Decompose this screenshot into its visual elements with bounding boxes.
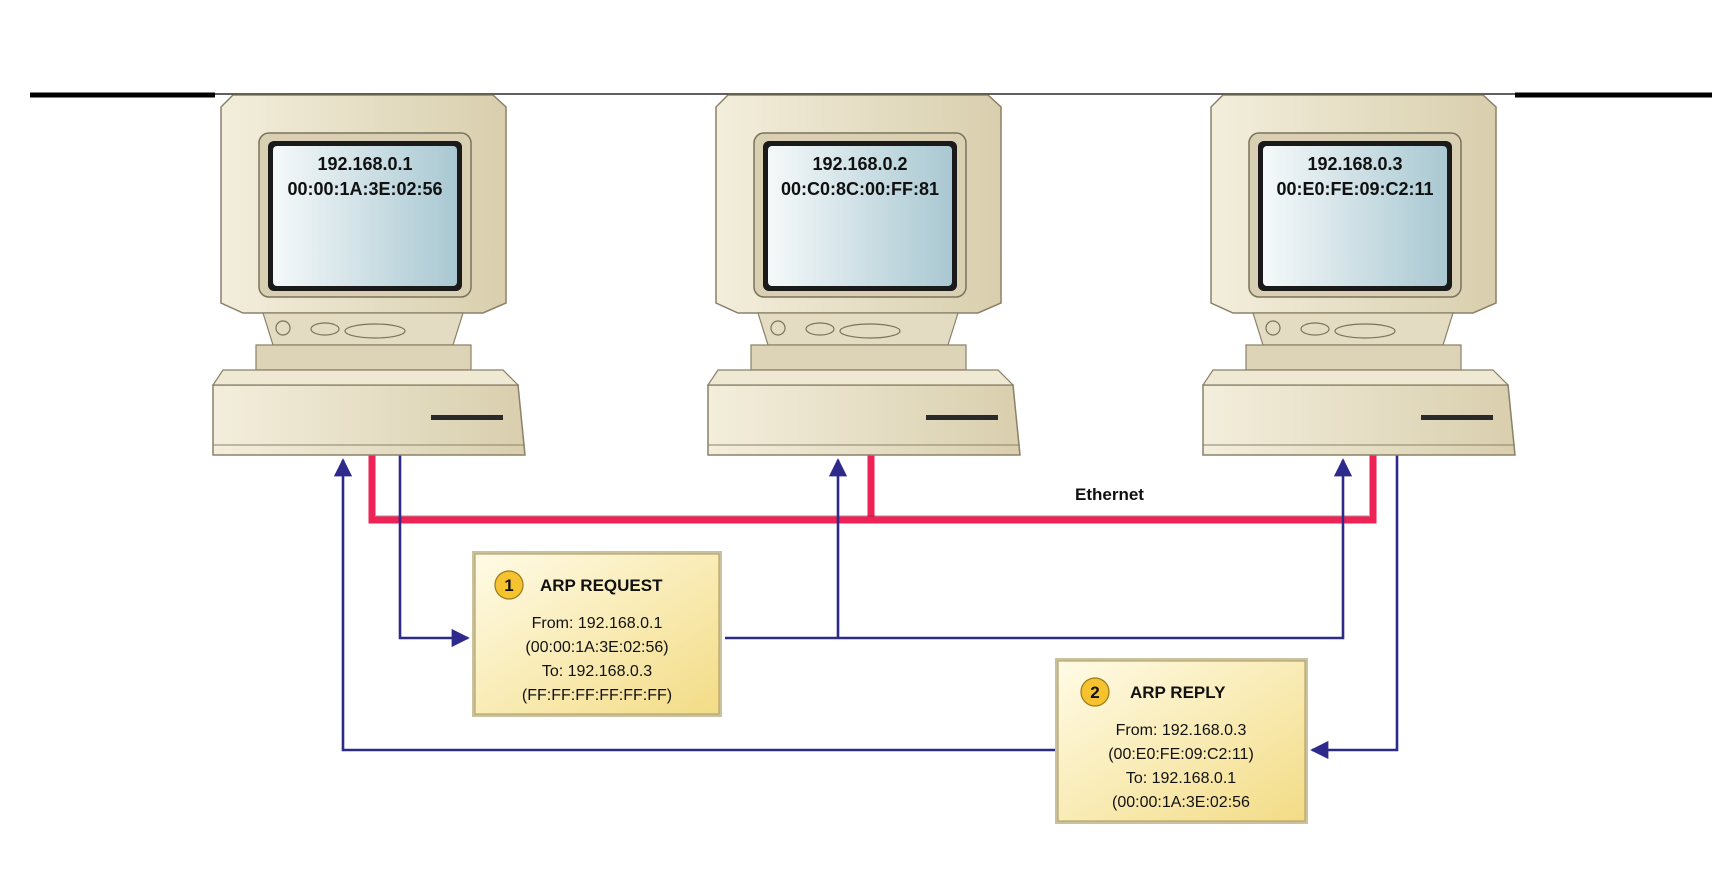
arp-request-line-3: To: 192.168.0.3	[542, 663, 652, 680]
computer-3-mac: 00:E0:FE:09:C2:11	[1276, 179, 1433, 199]
monitor-screen	[768, 146, 952, 286]
reply-arrow-to-pc1	[333, 458, 1058, 752]
ethernet-bus	[368, 455, 1377, 524]
computer-1-mac: 00:00:1A:3E:02:56	[287, 179, 442, 199]
arp-reply-box: 2 ARP REPLY From: 192.168.0.3 (00:E0:FE:…	[1055, 658, 1308, 824]
arp-request-title: ARP REQUEST	[540, 576, 663, 595]
computer-3-ip: 192.168.0.3	[1307, 154, 1402, 174]
arp-request-line-1: From: 192.168.0.1	[532, 615, 663, 632]
request-arrow-from-pc1	[398, 455, 470, 648]
arp-reply-title: ARP REPLY	[1130, 683, 1226, 702]
monitor-screen	[273, 146, 457, 286]
ethernet-label: Ethernet	[1075, 485, 1144, 504]
arp-request-box: 1 ARP REQUEST From: 192.168.0.1 (00:00:1…	[472, 551, 722, 717]
request-arrow-to-pc3	[725, 458, 1353, 640]
monitor-screen	[1263, 146, 1447, 286]
message-arrows	[333, 455, 1399, 760]
step-1-number: 1	[504, 576, 513, 595]
step-2-number: 2	[1090, 683, 1099, 702]
arp-reply-line-2: (00:E0:FE:09:C2:11)	[1108, 746, 1254, 763]
arp-request-line-2: (00:00:1A:3E:02:56)	[525, 639, 668, 656]
arp-reply-line-4: (00:00:1A:3E:02:56	[1112, 794, 1250, 811]
computer-2-mac: 00:C0:8C:00:FF:81	[781, 179, 939, 199]
arp-reply-line-3: To: 192.168.0.1	[1126, 770, 1236, 787]
arp-request-line-4: (FF:FF:FF:FF:FF:FF)	[522, 687, 672, 704]
step-2-badge	[1080, 677, 1110, 707]
computer-2-ip: 192.168.0.2	[812, 154, 907, 174]
reply-arrow-from-pc3	[1310, 455, 1399, 760]
computer-1: 192.168.0.1 00:00:1A:3E:02:56	[211, 94, 526, 456]
step-1-badge	[494, 570, 524, 600]
computer-3: 192.168.0.3 00:E0:FE:09:C2:11	[1201, 94, 1516, 456]
arp-reply-line-1: From: 192.168.0.3	[1116, 722, 1247, 739]
computer-1-ip: 192.168.0.1	[317, 154, 412, 174]
computer-2: 192.168.0.2 00:C0:8C:00:FF:81	[706, 94, 1021, 456]
